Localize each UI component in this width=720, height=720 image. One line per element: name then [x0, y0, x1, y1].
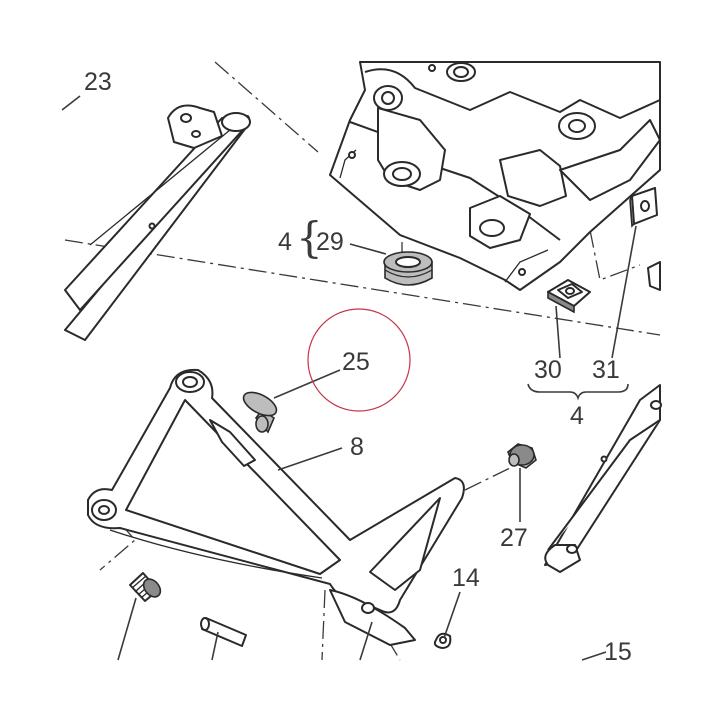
part-31-nut-plate — [629, 187, 658, 228]
callout-23: 23 — [84, 68, 112, 96]
callout-8: 8 — [350, 433, 364, 461]
leader-30 — [555, 305, 561, 359]
leader-8 — [277, 447, 343, 471]
highlight-circle-25 — [307, 308, 411, 412]
leader-29 — [349, 243, 387, 255]
bolt-part — [129, 572, 162, 602]
leader-23 — [61, 95, 81, 111]
callout-30: 30 — [534, 356, 562, 384]
callout-27: 27 — [500, 524, 528, 552]
brace-top-4: { — [296, 213, 323, 262]
leader-pin — [211, 631, 219, 661]
part-30-speed-clip — [547, 279, 591, 314]
callout-labels: 23 4 29 25 8 30 31 4 27 14 15 — [84, 68, 632, 666]
callout-15: 15 — [604, 638, 632, 666]
leader-bolt — [117, 597, 137, 661]
brace-bottom-4 — [527, 383, 629, 401]
part-25-plug — [242, 391, 278, 434]
callout-4-top: 4 — [278, 228, 292, 256]
callout-25: 25 — [342, 348, 370, 376]
part-14-clip — [433, 632, 452, 649]
part-23-frame-tube — [64, 104, 251, 341]
callout-14: 14 — [452, 564, 480, 592]
part-8-footrest-bracket — [87, 368, 465, 646]
part-29-grommet — [383, 251, 433, 286]
leader-lines — [61, 95, 637, 661]
part-27-rubber-plug — [507, 443, 537, 469]
leader-bracket — [359, 621, 373, 661]
frame-tube-right — [544, 261, 662, 573]
pin-part — [200, 617, 247, 647]
leader-14 — [443, 591, 461, 639]
frame-section-top — [329, 61, 661, 291]
callout-4-bottom: 4 — [570, 402, 584, 430]
leader-15 — [581, 651, 607, 661]
leader-31 — [611, 225, 637, 359]
leader-25 — [273, 369, 341, 399]
callout-29: 29 — [316, 228, 344, 256]
callout-31: 31 — [592, 356, 620, 384]
